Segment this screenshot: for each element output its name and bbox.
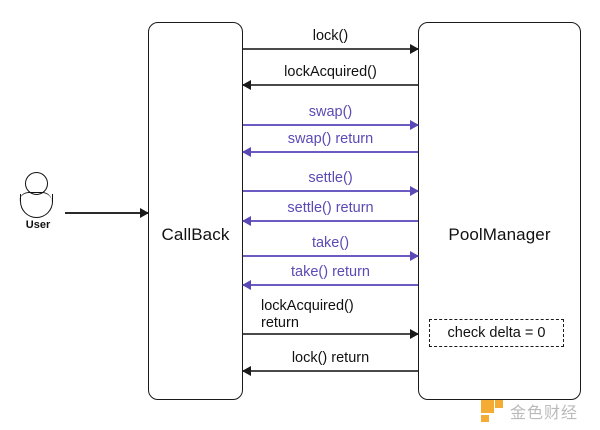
message-line [243,370,418,372]
message-line [243,190,418,192]
message-line [243,84,418,86]
message-label: take() [311,235,350,251]
arrow-head-icon [410,250,419,261]
message-line [243,284,418,286]
arrow-head-icon [242,365,251,376]
message-label: take() return [291,264,370,280]
arrow-head-icon [410,328,419,339]
lifeline-label-callback: CallBack [161,225,230,244]
watermark-square-b [495,400,503,408]
arrow-head-icon [410,43,419,54]
arrow-head-icon [242,79,251,90]
message-take: take() [243,235,419,261]
arrow-head-icon [410,119,419,130]
arrow-head-icon [242,146,251,157]
message-line [243,333,418,335]
message-lock-return: lock() return [242,350,418,376]
message-swap-return: swap() return [242,131,418,157]
arrow-head-icon [242,215,251,226]
user-actor-icon: User [14,172,62,232]
watermark-logo-icon [481,400,503,422]
arrow-head-icon [410,185,419,196]
arrow-head-icon [140,207,149,218]
message-line [243,124,418,126]
watermark-square-c [481,415,489,422]
lifeline-label-poolmanager: PoolManager [448,225,551,244]
user-body-icon [19,192,53,218]
user-label: User [25,219,51,231]
message-line [243,220,418,222]
note-check-delta: check delta = 0 [429,319,564,347]
message-settle: settle() [243,170,419,196]
watermark: 金色财经 [481,399,578,423]
message-label: lock() [312,28,349,44]
message-settle-return: settle() return [242,200,418,226]
message-label: swap() return [287,131,374,147]
message-user-to-callback [65,207,149,218]
message-label: swap() [308,104,353,120]
message-label: settle() [308,170,353,186]
message-line [243,151,418,153]
watermark-text: 金色财经 [510,403,579,422]
message-label: lockAcquired() return [261,298,354,331]
message-lockacquired-return: lockAcquired() return [243,298,419,339]
message-swap: swap() [243,104,419,130]
message-line [243,48,418,50]
message-line [65,212,148,214]
message-label: lockAcquired() [284,64,377,80]
lifeline-box-callback: CallBack [148,22,243,400]
watermark-square-a [481,400,494,413]
message-lockacquired: lockAcquired() [242,64,418,90]
arrow-head-icon [242,279,251,290]
message-label: lock() return [291,350,370,366]
message-label: settle() return [287,200,374,216]
message-lock: lock() [243,28,419,54]
message-take-return: take() return [242,264,418,290]
message-line [243,255,418,257]
